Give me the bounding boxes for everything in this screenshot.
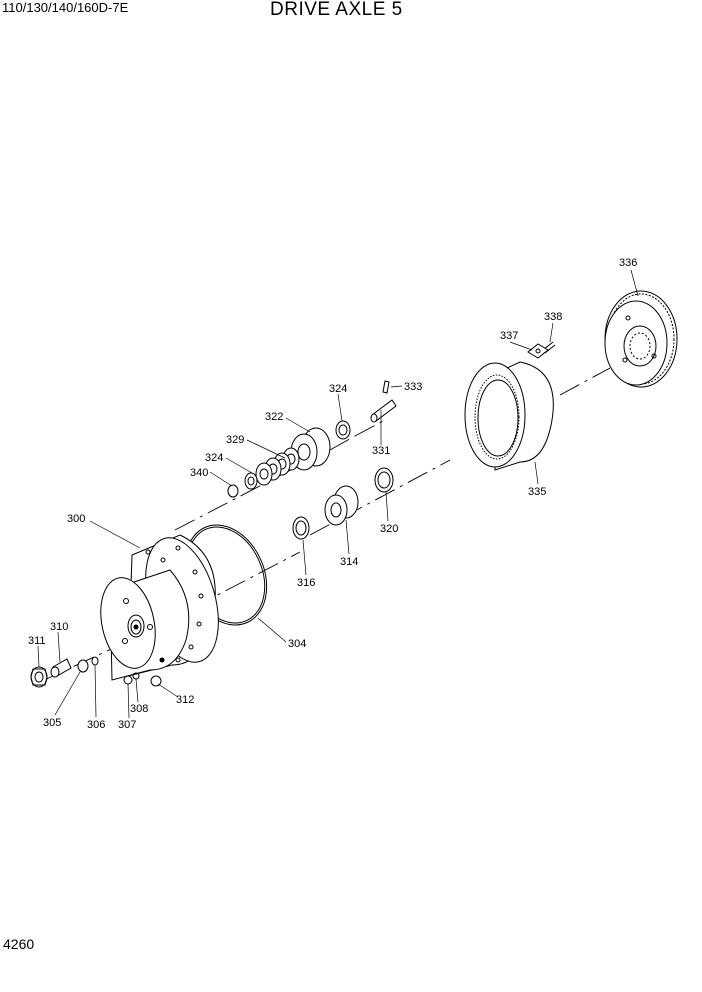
label-314: 314 — [340, 556, 358, 568]
label-336: 336 — [619, 257, 637, 269]
label-310: 310 — [50, 621, 68, 633]
label-304: 304 — [288, 638, 306, 650]
part-310-wheel-stud — [50, 658, 72, 678]
part-314-sun-gear — [324, 485, 359, 526]
label-300: 300 — [67, 513, 85, 525]
model-code: 110/130/140/160D-7E — [2, 0, 129, 15]
part-number-labels: 336 338 337 324 333 322 329 331 324 340 … — [28, 257, 637, 731]
label-335: 335 — [528, 486, 546, 498]
label-324-upper: 324 — [329, 383, 347, 395]
label-340: 340 — [190, 467, 208, 479]
part-329-needle-bearing — [255, 447, 300, 486]
label-312: 312 — [176, 694, 194, 706]
part-312-bolt — [150, 675, 162, 687]
label-311: 311 — [28, 635, 46, 647]
label-308: 308 — [130, 703, 148, 715]
part-311-wheel-nut — [30, 666, 48, 688]
part-333-spring-pin — [382, 380, 390, 394]
part-307-bolt — [123, 675, 133, 685]
part-331-planet-pin — [370, 399, 397, 423]
part-340-spacer — [227, 484, 239, 498]
label-338: 338 — [544, 311, 562, 323]
label-333: 333 — [404, 381, 422, 393]
label-329: 329 — [226, 434, 244, 446]
part-324-thrust-washer-upper — [335, 420, 351, 440]
label-331: 331 — [372, 445, 390, 457]
leader-lines — [37, 269, 639, 719]
part-305-plug — [77, 659, 89, 673]
page-title: DRIVE AXLE 5 — [270, 0, 403, 20]
label-320: 320 — [380, 523, 398, 535]
part-300-wheel-hub — [100, 534, 219, 681]
label-307: 307 — [118, 719, 136, 731]
label-305: 305 — [43, 717, 61, 729]
page-number: 4260 — [3, 936, 35, 952]
label-316: 316 — [297, 577, 315, 589]
part-320-snap-ring — [374, 467, 394, 493]
part-324-thrust-washer-lower — [244, 472, 258, 490]
label-337: 337 — [500, 330, 518, 342]
part-335-ring-gear — [464, 361, 554, 471]
part-316-retaining-ring — [292, 516, 310, 540]
part-337-lock-plate — [527, 343, 549, 359]
part-336-ring-gear-hub — [604, 290, 678, 388]
label-324-lower: 324 — [205, 452, 223, 464]
label-306: 306 — [87, 719, 105, 731]
part-306-o-ring — [91, 656, 99, 666]
label-322: 322 — [265, 411, 283, 423]
